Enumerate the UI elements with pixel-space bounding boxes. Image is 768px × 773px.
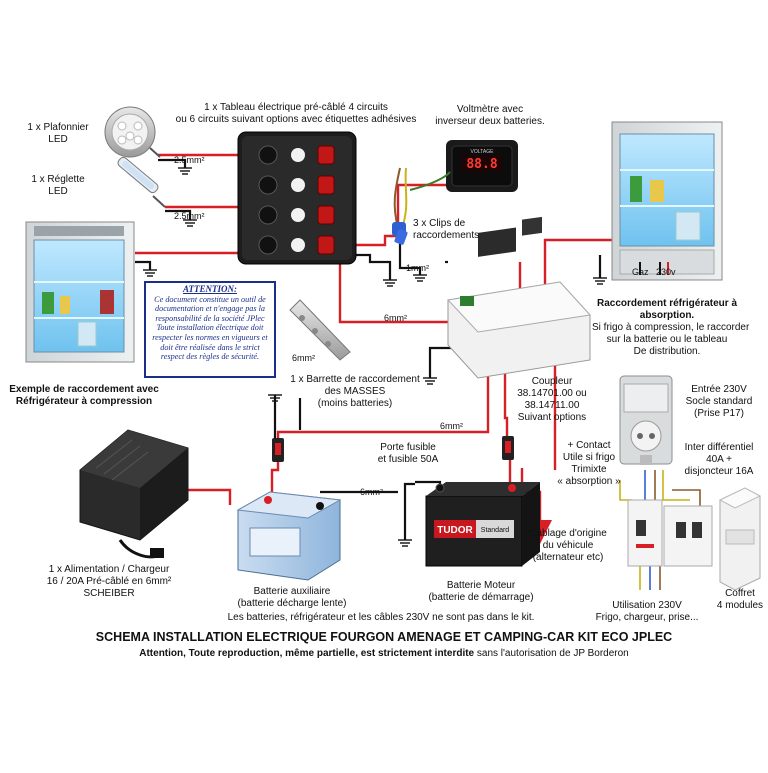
label-wire-6mm-batt: 6mm² [360, 487, 383, 497]
wire-coupleur-fuse-right [503, 360, 509, 440]
wire-charger-batt [188, 488, 232, 505]
label-note-kit: Les batteries, réfrigérateur et les câbl… [227, 612, 535, 623]
ground-symbol [143, 269, 157, 277]
reglette-led-illustration [117, 156, 166, 208]
fridge-left-illustration [25, 221, 135, 363]
coupleur-box [446, 216, 591, 379]
panel-switch-row [258, 205, 335, 225]
panel-fuse-knob [258, 145, 278, 165]
panel-circuit-icon [291, 208, 305, 222]
fuse-holder-left [272, 438, 284, 462]
voltmetre-device [446, 140, 518, 192]
ground-symbol [383, 279, 397, 287]
coffret-illustration [718, 487, 762, 591]
wire-panel-clips [355, 234, 398, 247]
label-frigo-right: Raccordement réfrigérateur à absorption.… [592, 298, 750, 357]
tudor-brand-text: TUDOR [437, 525, 473, 536]
clips-raccordement [392, 167, 451, 245]
panel-fuse-knob [258, 175, 278, 195]
attention-notice: ATTENTION: Ce document constitue un outi… [144, 281, 276, 378]
wires-230v [619, 470, 701, 590]
fridge-right-illustration [611, 121, 723, 281]
panel-circuit-icon [291, 148, 305, 162]
panel-rocker-switch [317, 175, 335, 195]
prise-p17-illustration [619, 375, 673, 465]
subtitle-bold: Attention, Toute reproduction, même part… [139, 648, 475, 659]
panel-rocker-switch [317, 205, 335, 225]
ground-symbols [143, 167, 607, 547]
voltmeter-display-value: 88.8 [466, 157, 497, 172]
label-wire-1mm: 1mm² [406, 263, 429, 273]
batterie-moteur-illustration [425, 482, 540, 567]
attention-title: ATTENTION: [183, 284, 237, 294]
barrette-masses-illustration [289, 299, 351, 361]
panel-switch-row [258, 175, 335, 195]
chargeur-scheiber-illustration [79, 429, 189, 559]
panel-circuit-icon [291, 178, 305, 192]
ground-symbol [423, 377, 437, 385]
ground-symbol [398, 539, 412, 547]
page-subtitle: Attention, Toute reproduction, même part… [0, 648, 768, 659]
panel-switch-row [258, 235, 335, 255]
ground-symbol [413, 274, 427, 282]
label-wire-reglette: 2.5mm² [174, 211, 205, 221]
ground-symbol [178, 167, 192, 175]
plafonnier-led-illustration [104, 106, 161, 158]
ground-symbol [593, 277, 607, 285]
disjoncteurs-illustration [627, 499, 713, 567]
label-gaz: Gaz [632, 267, 649, 277]
tudor-standard-text: Standard [481, 527, 510, 534]
wire-panel-coupleur [338, 262, 458, 324]
label-wire-6mm-barrette: 6mm² [292, 353, 315, 363]
label-wire-plafonnier: 2.5mm² [174, 155, 205, 165]
wire-clips-volt [396, 183, 448, 228]
batterie-auxiliaire-illustration [236, 491, 342, 581]
wire-fuse-left-coupleur [276, 362, 490, 440]
tableau-electrique-panel [237, 131, 357, 265]
fuse-holder-right [502, 436, 514, 460]
voltmeter-display-caption: VOLTAGE [471, 149, 495, 155]
ground-symbol [268, 394, 282, 402]
label-batt-moteur: Batterie Moteur(batterie de démarrage) [428, 580, 534, 603]
label-wire-6mm-coupleur: 6mm² [384, 313, 407, 323]
label-230v-fridge: 230v [656, 267, 676, 277]
page-title: SCHEMA INSTALLATION ELECTRIQUE FOURGON A… [95, 630, 673, 644]
panel-rocker-switch [317, 145, 335, 165]
ground-symbol [183, 219, 197, 227]
panel-switch-rows [258, 145, 335, 255]
panel-fuse-knob [258, 205, 278, 225]
panel-fuse-knob [258, 235, 278, 255]
label-tableau: 1 x Tableau électrique pré-câblé 4 circu… [175, 102, 417, 125]
label-batt-aux: Batterie auxiliaire(batterie décharge le… [237, 586, 347, 609]
label-wire-6mm-mid: 6mm² [440, 421, 463, 431]
panel-circuit-icon [291, 238, 305, 252]
panel-switch-row [258, 145, 335, 165]
panel-rocker-switch [317, 235, 335, 255]
subtitle-rest: sans l'autorisation de JP Borderon [474, 648, 629, 659]
